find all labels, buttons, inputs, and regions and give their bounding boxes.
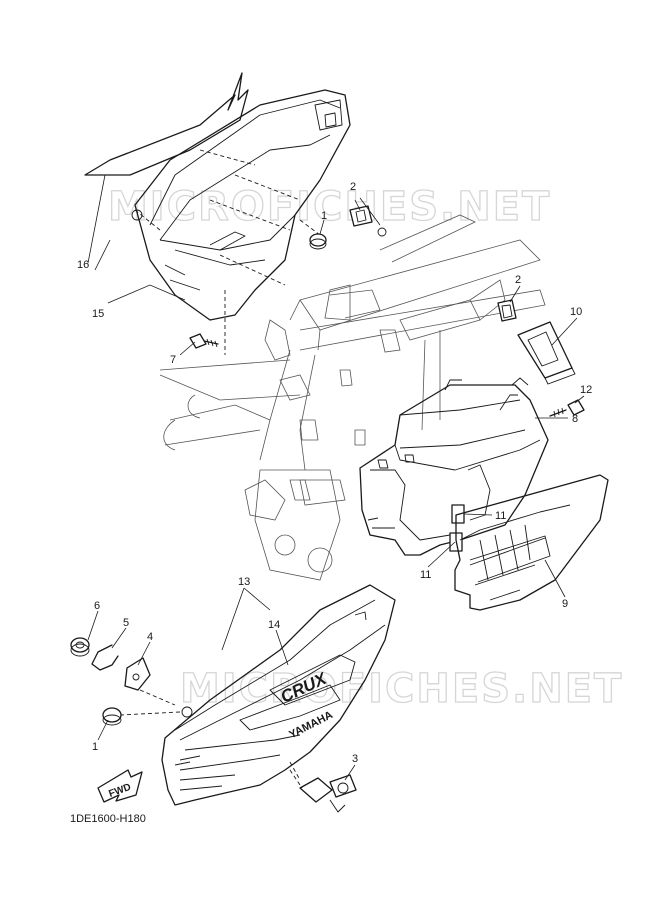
fwd-arrow-icon: FWD: [97, 769, 143, 803]
callout-7: 7: [170, 354, 176, 366]
clip-5: [91, 644, 119, 671]
plate-4: [124, 657, 151, 691]
lock-3: [289, 769, 357, 813]
grommet-top: [309, 233, 327, 250]
left-side-cover: [84, 72, 351, 321]
diagram-code: 1DE1600-H180: [70, 813, 146, 825]
watermark-bottom: MICROFICHES.NET: [180, 666, 623, 712]
callout-2-top: 2: [350, 181, 356, 193]
callout-5: 5: [123, 617, 129, 629]
callout-1-bottom: 1: [92, 741, 98, 753]
callout-10: 10: [570, 306, 582, 318]
callouts: 16 15 1 2 2 10 7 12 8 11 11 9 13 14 6 5 …: [77, 181, 592, 765]
callout-11a: 11: [495, 510, 506, 522]
callout-6: 6: [94, 600, 100, 612]
callout-13: 13: [238, 576, 250, 588]
callout-12: 12: [580, 384, 592, 396]
frame-assembly: [159, 214, 546, 581]
callout-4: 4: [147, 631, 153, 643]
callout-14: 14: [268, 619, 280, 631]
watermark-top: MICROFICHES.NET: [108, 184, 551, 230]
callout-15: 15: [92, 308, 104, 320]
callout-8: 8: [572, 413, 578, 425]
callout-3: 3: [352, 753, 358, 765]
grommet-6: [70, 637, 90, 657]
damper-10: [517, 321, 576, 385]
decal-brand: YAMAHA: [287, 709, 335, 741]
clip-right: [497, 299, 517, 322]
battery-box-8: [359, 377, 549, 556]
lower-side-cover: [161, 584, 396, 806]
callout-9: 9: [562, 598, 568, 610]
callout-1-top: 1: [321, 210, 327, 222]
right-cover-9: [454, 474, 609, 611]
screw-12: [549, 399, 585, 418]
callout-2-right: 2: [515, 274, 521, 286]
grommet-bottom: [102, 707, 122, 726]
clip-top: [349, 205, 387, 237]
callout-16: 16: [77, 259, 89, 271]
callout-11b: 11: [420, 569, 431, 581]
bolt-7: [189, 333, 219, 349]
leader-lines: [87, 174, 585, 781]
